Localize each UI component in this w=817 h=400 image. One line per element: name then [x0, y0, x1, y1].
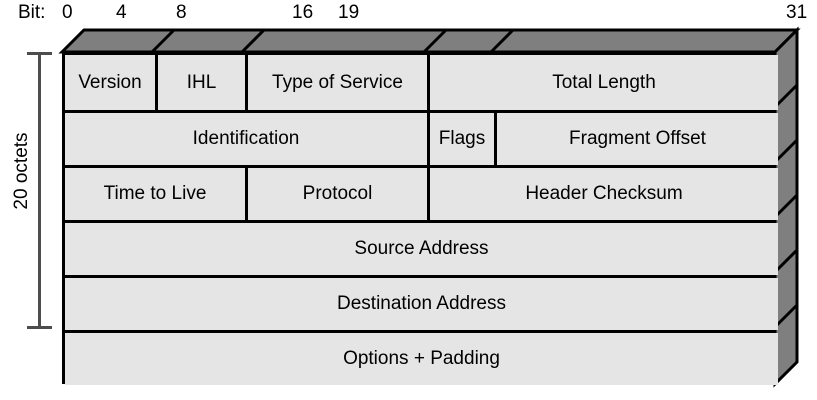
bit-tick-4: 4 — [116, 2, 127, 23]
field-protocol: Protocol — [245, 168, 427, 220]
field-total-length: Total Length — [427, 55, 778, 110]
octets-bracket-line — [38, 52, 41, 329]
bit-tick-16: 16 — [292, 2, 314, 23]
bit-tick-19: 19 — [338, 2, 360, 23]
header-row: Source Address — [65, 220, 778, 275]
octets-bracket-cap-bottom — [27, 326, 52, 329]
field-destination-address: Destination Address — [65, 278, 778, 330]
header-row: Destination Address — [65, 275, 778, 330]
field-time-to-live: Time to Live — [65, 168, 245, 220]
bit-tick-8: 8 — [176, 2, 187, 23]
header-row: Options + Padding — [65, 330, 778, 385]
field-options-padding: Options + Padding — [65, 333, 778, 385]
bit-tick-0: 0 — [62, 2, 73, 23]
field-flags: Flags — [427, 113, 494, 165]
field-version: Version — [65, 55, 155, 110]
field-type-of-service: Type of Service — [245, 55, 427, 110]
bit-tick-31: 31 — [786, 2, 808, 23]
side-face-dividers — [773, 83, 799, 329]
field-source-address: Source Address — [65, 223, 778, 275]
field-ihl: IHL — [155, 55, 245, 110]
top-face-dividers — [150, 28, 515, 54]
octets-bracket-cap-top — [27, 52, 52, 55]
field-fragment-offset: Fragment Offset — [494, 113, 778, 165]
field-header-checksum: Header Checksum — [427, 168, 778, 220]
bit-ruler-caption: Bit: — [18, 2, 46, 23]
field-identification: Identification — [65, 113, 427, 165]
